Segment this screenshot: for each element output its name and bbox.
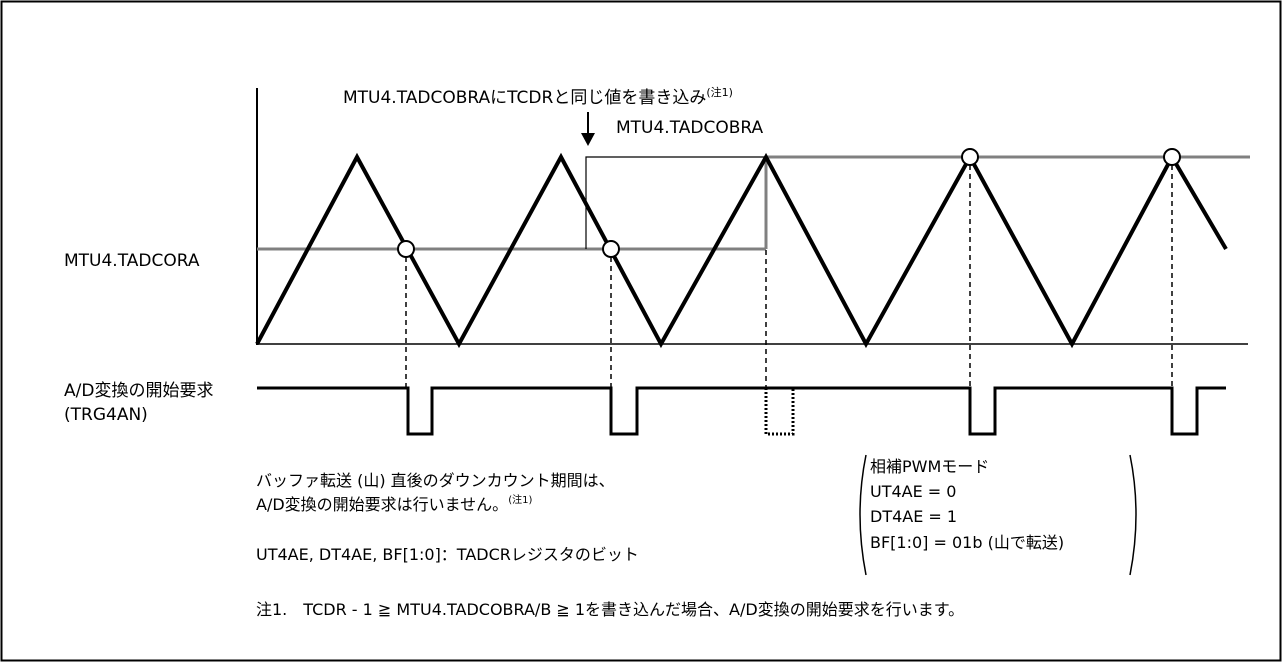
- tadcobra-label: MTU4.TADCOBRA: [616, 118, 764, 138]
- compare-match-marker: [602, 240, 620, 258]
- compare-match-marker: [397, 240, 415, 258]
- mode-box-left-paren: [859, 454, 867, 576]
- tadcora-label: MTU4.TADCORA: [64, 251, 200, 271]
- tcnt-triangle-wave: [255, 152, 1228, 349]
- mode-box-line4: BF[1:0] = 01b (山で転送): [870, 533, 1064, 552]
- adreq-label-line2: (TRG4AN): [64, 405, 148, 425]
- buffer-note-line2: A/D変換の開始要求は行いません。(注1): [256, 493, 532, 514]
- top-annotation: MTU4.TADCOBRAにTCDRと同じ値を書き込み(注1): [343, 85, 733, 108]
- mode-box-line3: DT4AE = 1: [870, 507, 957, 526]
- adreq-label-line1: A/D変換の開始要求: [64, 381, 213, 401]
- compare-match-marker: [961, 148, 979, 166]
- drop-lines: [405, 165, 1173, 388]
- write-arrow-head: [581, 133, 595, 146]
- bits-note: UT4AE, DT4AE, BF[1:0]：TADCRレジスタのビット: [256, 545, 639, 564]
- buffer-note-line1: バッファ転送 (山) 直後のダウンカウント期間は、: [256, 471, 615, 490]
- suppressed-pulse: [764, 388, 795, 436]
- compare-match-marker: [1163, 148, 1181, 166]
- footnote: 注1. TCDR - 1 ≧ MTU4.TADCOBRA/B ≧ 1を書き込んだ…: [256, 600, 964, 619]
- mode-box-line1: 相補PWMモード: [870, 457, 989, 476]
- tadcobra-buffer-step: [585, 156, 766, 249]
- trg4an-pulse-train: [257, 386, 1226, 436]
- mode-box-line2: UT4AE = 0: [870, 482, 956, 501]
- mode-box-right-paren: [1129, 454, 1137, 576]
